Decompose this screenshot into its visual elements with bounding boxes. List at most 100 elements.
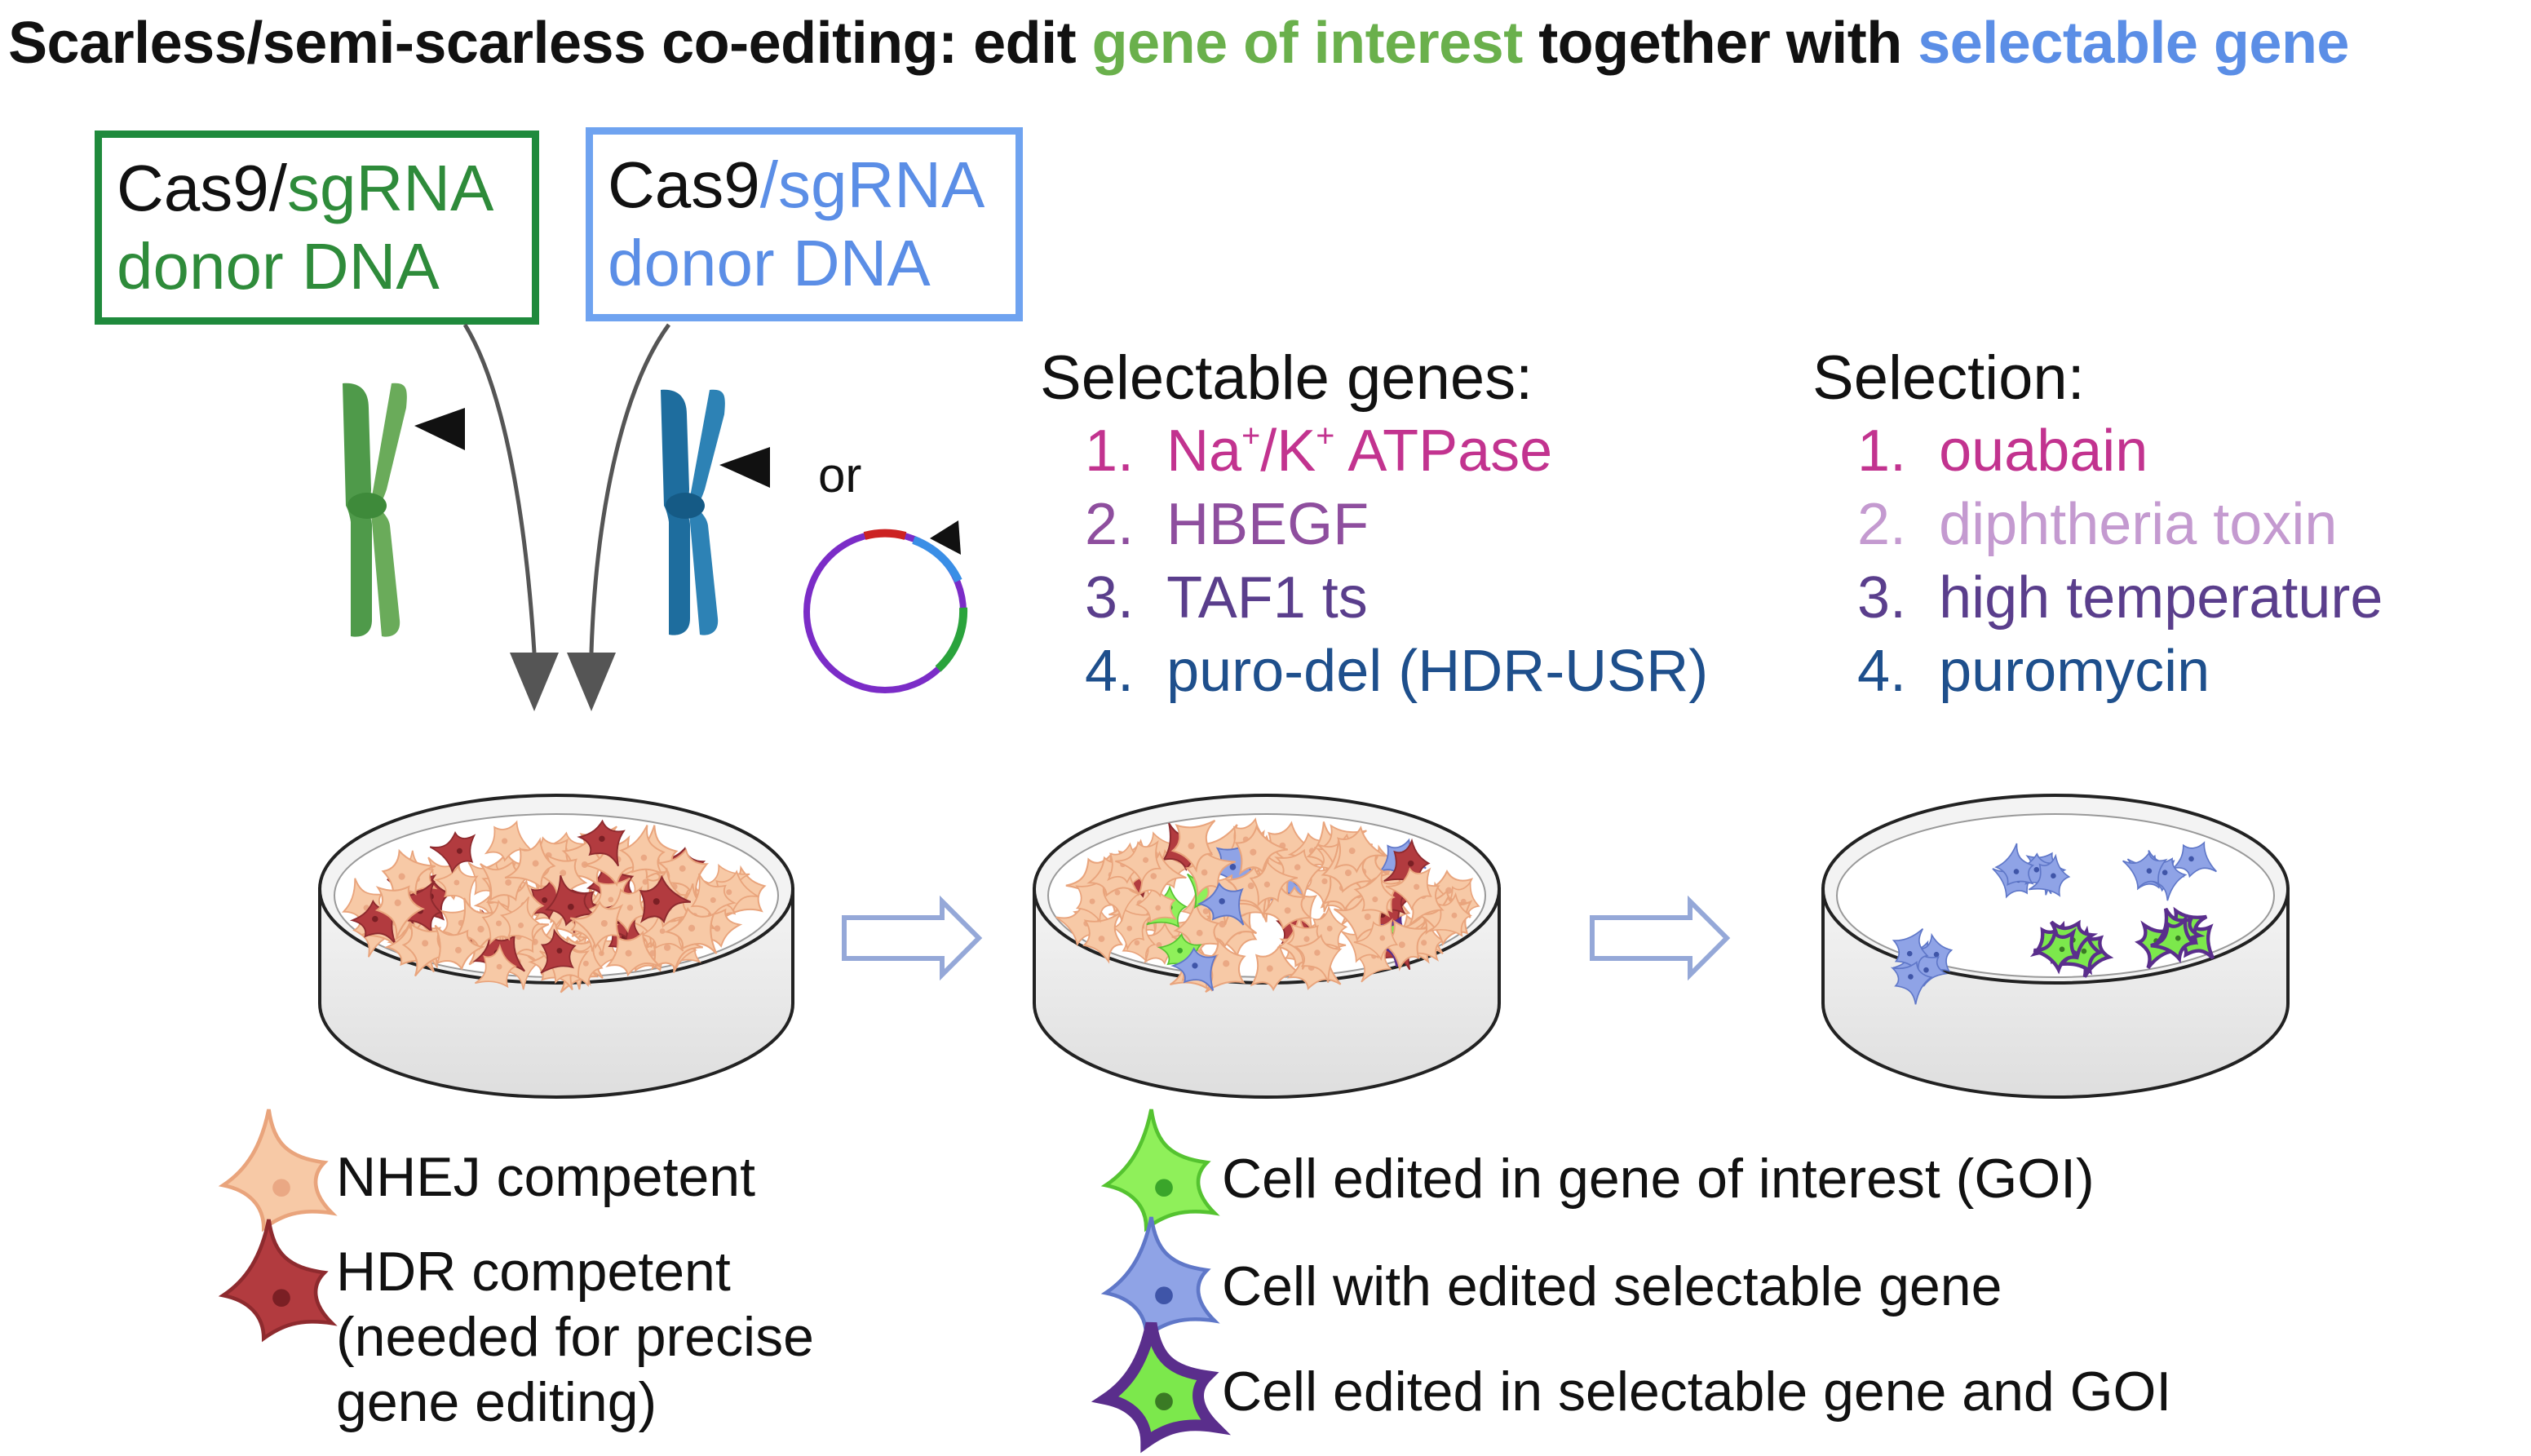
cell-nhej: [563, 891, 629, 954]
cell-nhej: [481, 899, 530, 945]
selection-3: 3. high temperature: [1857, 565, 2383, 631]
goi-chromosome-icon: [343, 383, 465, 637]
cell-nhej: [464, 942, 523, 999]
cell-nhej: [657, 845, 715, 907]
selectable-cut-site-icon: [719, 447, 770, 488]
cell-both: [2032, 928, 2078, 971]
progress-arrow-1-icon: [842, 895, 983, 981]
cell-nhej: [678, 889, 745, 957]
cell-hdr: [541, 870, 595, 928]
cell-nhej: [1071, 897, 1141, 967]
cell-nhej: [1232, 824, 1290, 878]
cell-nhej: [1224, 862, 1285, 925]
or-label: or: [818, 448, 862, 502]
title-selectable: selectable gene: [1918, 11, 2349, 76]
cell-nhej: [638, 905, 697, 966]
plasmid-icon: [803, 520, 968, 693]
legend-selectable: Cell with edited selectable gene: [1222, 1255, 2002, 1317]
box-sel-cas9: Cas9: [608, 148, 760, 221]
cell-sel: [1169, 940, 1230, 1002]
selectable-gene-4: 4. puro-del (HDR-USR): [1085, 639, 1709, 704]
cell-nhej: [1108, 898, 1163, 952]
cell-nhej: [1196, 892, 1266, 960]
box-sel-sgrna: /sgRNA: [759, 148, 985, 221]
cell-nhej: [1275, 848, 1324, 901]
cell-nhej: [662, 897, 734, 971]
title-middle: together with: [1522, 11, 1918, 76]
title-prefix: Scarless/semi-scarless co-editing: edit: [8, 11, 1092, 76]
petri-dish-initial: [318, 794, 794, 1099]
cell-sel: [2168, 833, 2227, 891]
cell-nhej: [1112, 836, 1165, 885]
cell-nhej: [444, 887, 509, 956]
hdr-cell-icon: [223, 1219, 332, 1339]
selection-1: 1. ouabain: [1857, 418, 2148, 484]
cell-sel: [1892, 961, 1933, 1006]
cell-nhej: [1184, 934, 1259, 1007]
cell-sel: [1993, 839, 2040, 890]
cell-sel: [1897, 937, 1949, 990]
cell-nhej: [1376, 909, 1442, 972]
goi-cell-icon: [1106, 1109, 1215, 1228]
cell-nhej: [418, 909, 487, 980]
cell-nhej: [379, 845, 440, 902]
box-goi-cas9: Cas9/: [117, 152, 287, 224]
legend-both: Cell edited in selectable gene and GOI: [1222, 1361, 2172, 1423]
legend-nhej: NHEJ competent: [336, 1146, 755, 1208]
cell-nhej: [707, 865, 765, 921]
cell-nhej: [1065, 864, 1127, 927]
cell-nhej: [1183, 842, 1241, 897]
cell-nhej: [497, 837, 560, 897]
petri-dish-selected: [1821, 794, 2290, 1099]
cell-hdr: [635, 873, 695, 930]
cell-hdr: [1373, 837, 1436, 899]
selection-heading: Selection:: [1812, 343, 2085, 413]
progress-arrow-2-icon: [1590, 895, 1731, 981]
cell-nhej: [1419, 892, 1478, 948]
selectable-reagent-box: Cas9/sgRNA donor DNA: [586, 127, 1023, 321]
cell-nhej: [553, 941, 605, 990]
dish3-cells: [1883, 833, 2227, 1006]
cell-nhej: [1352, 918, 1398, 960]
cell-nhej: [433, 861, 487, 917]
cell-sel: [2113, 840, 2171, 897]
legend-hdr-line3: gene editing): [336, 1371, 657, 1433]
page-title: Scarless/semi-scarless co-editing: edit …: [8, 10, 2349, 77]
cell-hdr: [424, 823, 480, 878]
double-edited-cell-icon: [1106, 1323, 1215, 1442]
selectable-chromosome-icon: [661, 389, 770, 635]
cell-nhej: [1278, 918, 1334, 976]
cell-nhej: [1131, 848, 1192, 905]
cell-nhej: [1347, 862, 1406, 923]
cell-nhej: [1173, 898, 1223, 952]
cell-nhej: [644, 918, 707, 976]
legend-goi: Cell edited in gene of interest (GOI): [1222, 1148, 2095, 1210]
cell-nhej: [585, 864, 645, 924]
nhej-cell-icon: [223, 1109, 332, 1228]
cell-nhej: [466, 843, 537, 914]
cell-both: [2051, 930, 2104, 980]
cell-nhej: [1328, 821, 1392, 883]
petri-dish-edited: [1033, 794, 1501, 1099]
title-goi: gene of interest: [1091, 11, 1524, 76]
cell-nhej: [1135, 876, 1180, 925]
legend-hdr-line2: (needed for precise: [336, 1306, 814, 1368]
cell-nhej: [1139, 918, 1194, 971]
cell-nhej: [389, 917, 457, 986]
goi-cut-site-icon: [414, 408, 465, 450]
cell-hdr: [524, 874, 580, 927]
box-sel-donor: donor DNA: [608, 227, 931, 299]
cell-nhej: [1299, 861, 1351, 916]
cell-nhej: [1293, 932, 1347, 989]
curved-arrows: [462, 323, 671, 653]
cell-nhej: [1245, 938, 1312, 1002]
selectable-gene-2: 2. HBEGF: [1085, 492, 1369, 557]
cell-hdr: [524, 926, 586, 987]
selectable-cell-icon: [1106, 1217, 1215, 1336]
selection-2: 2. diphtheria toxin: [1857, 492, 2338, 557]
cell-nhej: [1180, 878, 1228, 930]
cell-goi: [1157, 929, 1210, 985]
cell-nhej: [368, 879, 427, 943]
cell-hdr: [576, 814, 636, 877]
